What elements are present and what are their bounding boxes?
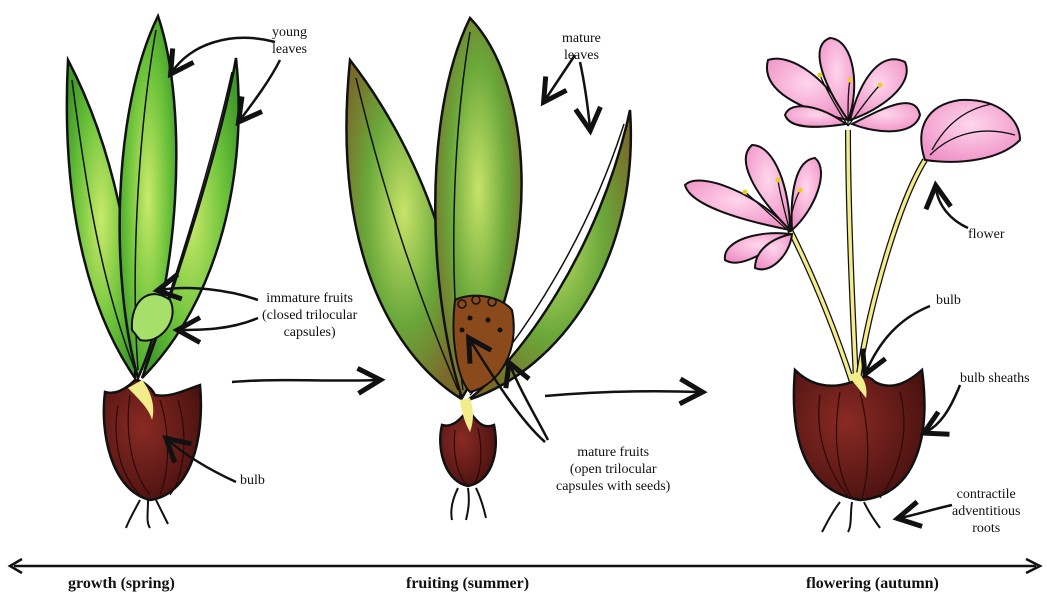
flower-top [767,38,920,131]
pointer-immature-fruits-2 [180,318,258,330]
autumn-bulb [794,370,925,500]
pointer-young-leaves-2 [240,60,280,120]
flower-right [921,100,1020,162]
pointer-young-leaves-1 [172,38,275,72]
label-immature-fruits: immature fruits (closed trilocular capsu… [262,290,357,341]
arrow-spring-to-summer [232,380,378,382]
autumn-plant [685,38,1020,532]
stage-growth-label: growth (spring) [68,575,175,593]
label-bulb-spring: bulb [240,472,265,489]
label-flower: flower [968,226,1005,243]
arrow-summer-to-autumn [545,391,700,396]
pointer-bulb-autumn [866,306,930,372]
pointer-flower [936,188,968,228]
spring-plant [67,16,239,528]
label-young-leaves: young leaves [272,24,307,58]
stage-fruiting-label: fruiting (summer) [406,575,529,593]
label-bulb-sheaths: bulb sheaths [960,370,1030,387]
pointer-mature-fruits-2 [510,365,548,440]
spring-bulb [104,380,201,500]
label-mature-leaves: mature leaves [562,30,601,64]
pointer-mature-leaves-2 [580,62,590,128]
label-roots: contractile adventitious roots [952,486,1020,537]
pointer-roots [900,505,952,518]
pointer-bulb-sheaths [926,385,960,432]
label-mature-fruits: mature fruits (open trilocular capsules … [556,444,670,495]
stage-flowering-label: flowering (autumn) [806,575,939,593]
label-bulb-autumn: bulb [936,292,961,309]
